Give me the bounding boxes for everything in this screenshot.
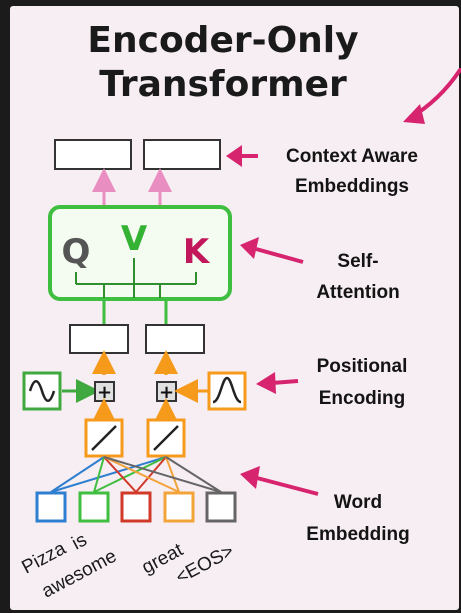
positional-pointer-arrow — [256, 372, 299, 394]
word-input-box-is — [78, 491, 110, 523]
positional-label-line-1: Positional — [317, 356, 408, 377]
context-label-line-2: Embeddings — [295, 176, 409, 197]
word-input-box-great — [163, 491, 195, 523]
context-embedding-box-2 — [143, 139, 221, 170]
add-node-2: + — [156, 381, 177, 403]
word-input-box-eos — [205, 491, 237, 523]
linear-activation-icon-2 — [146, 418, 186, 458]
word-embedding-label-line-1: Word — [334, 492, 382, 513]
query-letter: Q — [62, 232, 91, 272]
positional-output-box-2 — [145, 324, 205, 354]
word-label-is: is — [68, 529, 90, 554]
word-to-embedding-connections — [50, 456, 222, 493]
attention-internal-lines — [75, 258, 197, 298]
self-attention-label-line-1: Self- — [337, 251, 378, 272]
add-symbol-1: + — [97, 382, 112, 403]
word-input-box-pizza — [35, 491, 67, 523]
linear-activation-icon-1 — [84, 418, 124, 458]
positional-output-box-1 — [69, 324, 129, 354]
sine-wave-icon — [22, 371, 62, 411]
key-letter: K — [183, 232, 211, 272]
word-input-box-awesome — [120, 491, 152, 523]
add-symbol-2: + — [159, 382, 174, 403]
word-embedding-label-line-2: Embedding — [306, 524, 409, 545]
self-attention-pointer-arrow — [240, 237, 304, 264]
value-letter: V — [121, 219, 148, 259]
title-line-2: Transformer — [99, 64, 347, 105]
word-label-eos: <EOS> — [172, 541, 237, 589]
context-embedding-box-1 — [54, 139, 132, 170]
word-embedding-pointer-arrow — [240, 466, 319, 496]
context-pointer-arrow — [226, 145, 258, 167]
add-node-1: + — [94, 381, 115, 403]
self-attention-box — [48, 205, 232, 301]
title-line-1: Encoder-Only — [87, 20, 358, 61]
top-right-pointer-arrow — [403, 68, 461, 124]
positional-label-line-2: Encoding — [319, 388, 406, 409]
context-label-line-1: Context Aware — [286, 146, 418, 167]
self-attention-label-line-2: Attention — [316, 282, 399, 303]
bell-curve-icon — [207, 371, 247, 411]
